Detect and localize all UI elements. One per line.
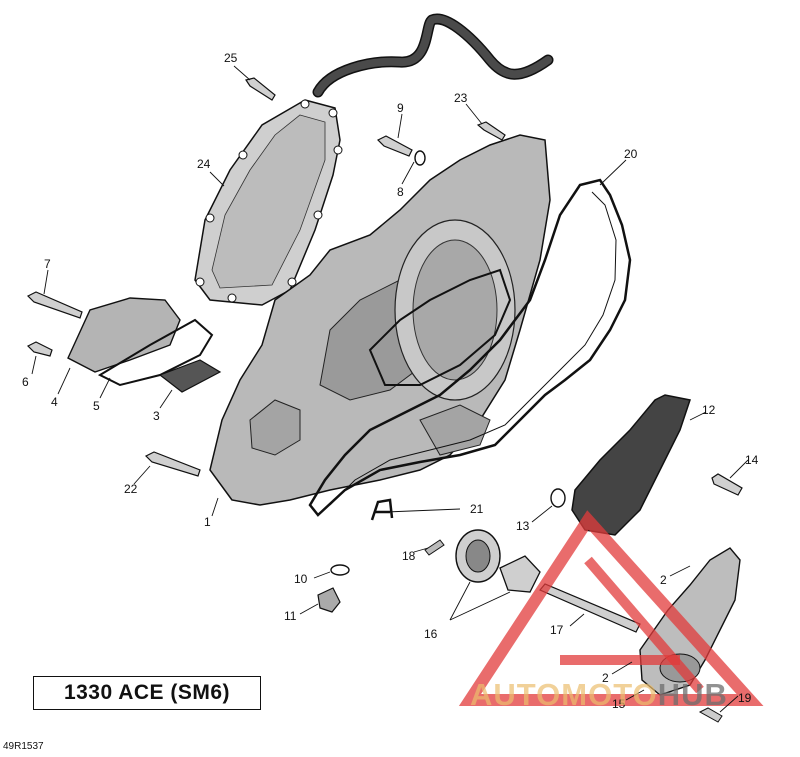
callout-12: 12 <box>702 403 716 417</box>
model-label: 1330 ACE (SM6) <box>63 681 231 704</box>
callout-14: 14 <box>745 453 759 467</box>
gasket-part-5 <box>97 318 214 387</box>
hose-part <box>312 13 554 98</box>
plug-part-11 <box>317 587 341 613</box>
cooler-part-4 <box>67 297 181 373</box>
callout-1: 1 <box>204 515 211 529</box>
callout-20: 20 <box>624 147 638 161</box>
callout-8: 8 <box>397 185 404 199</box>
bolt-part-23 <box>476 121 506 141</box>
callout-4: 4 <box>51 395 58 409</box>
reference-code: 49R1537 <box>3 741 44 752</box>
callout-11: 11 <box>284 609 297 623</box>
watermark-logo-icon <box>458 510 764 706</box>
callout-9: 9 <box>397 101 404 115</box>
oring-part-10 <box>330 564 350 576</box>
callout-6: 6 <box>22 375 29 389</box>
clip-part-21 <box>370 498 394 521</box>
callout-22: 22 <box>124 482 138 496</box>
callout-25: 25 <box>224 51 238 65</box>
callout-7: 7 <box>44 257 51 271</box>
callout-21: 21 <box>470 502 484 516</box>
callout-23: 23 <box>454 91 468 105</box>
watermark-text: AUTOMOTOHUB <box>470 677 728 712</box>
bushing-part-16b <box>499 555 541 593</box>
bolt-part-25 <box>245 77 276 101</box>
model-label-box: 1330 ACE (SM6) <box>33 676 261 710</box>
callout-19: 19 <box>738 691 752 705</box>
bolt-part-7 <box>26 291 83 319</box>
gasket-part-20 <box>308 178 632 517</box>
callout-18: 18 <box>402 549 416 563</box>
oring-part-13 <box>550 488 566 508</box>
bolt-part-14 <box>711 473 743 496</box>
callout-15: 15 <box>612 697 626 711</box>
callout-3: 3 <box>153 409 160 423</box>
callout-16: 16 <box>424 627 438 641</box>
bolt-part-19 <box>698 707 723 723</box>
bolt-part-9 <box>376 135 413 157</box>
callout-17: 17 <box>550 623 564 637</box>
callout-2-lower: 2 <box>602 671 609 685</box>
callout-2-upper: 2 <box>660 573 667 587</box>
callout-5: 5 <box>93 399 100 413</box>
bolt-part-22 <box>144 451 201 477</box>
callout-10: 10 <box>294 572 308 586</box>
filter-part-3 <box>158 359 222 393</box>
callout-24: 24 <box>197 157 211 171</box>
pin-part-18 <box>424 539 445 556</box>
oring-part-8 <box>414 150 426 166</box>
callout-13: 13 <box>516 519 530 533</box>
bolt-part-6 <box>26 341 53 357</box>
